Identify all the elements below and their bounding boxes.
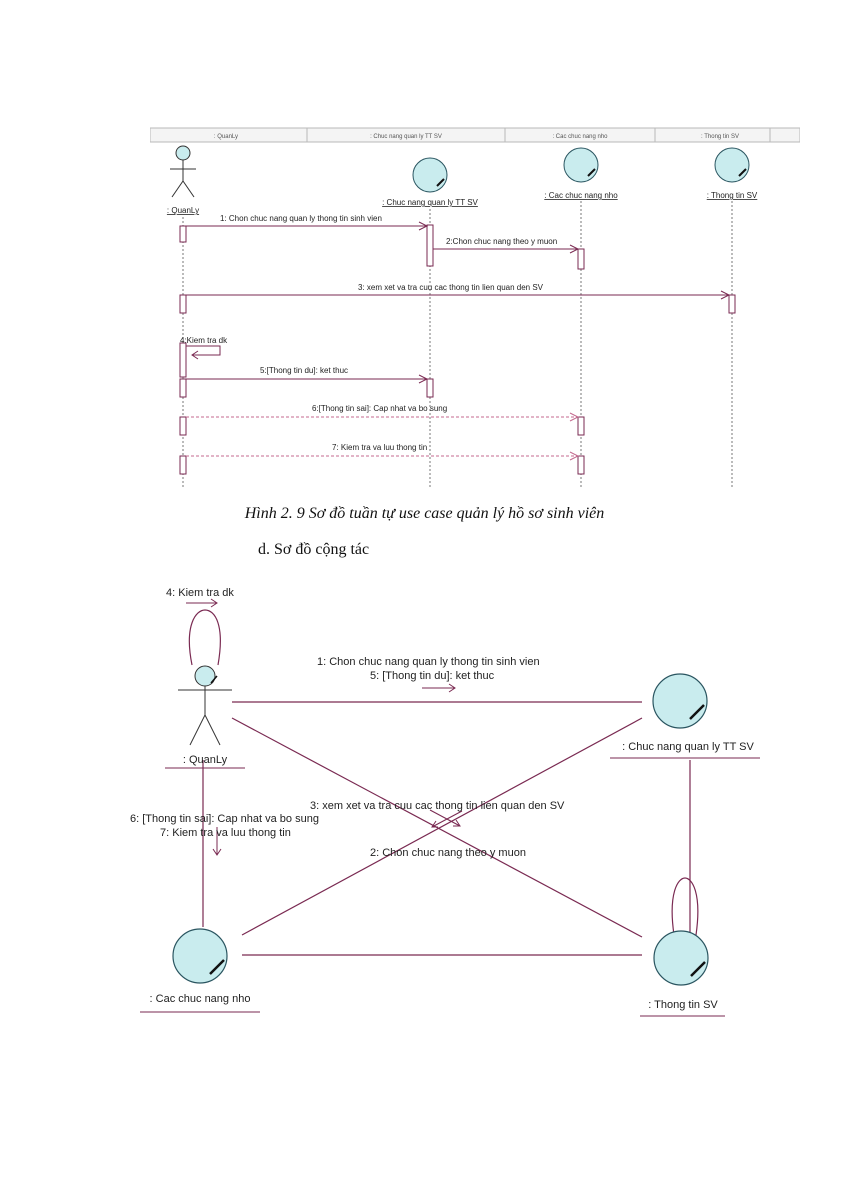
- entity-thong-tin-sv-icon: [653, 930, 709, 986]
- header-thong-tin-sv: : Thong tin SV: [701, 134, 739, 140]
- message-label-2: 2: Chon chuc nang theo y muon: [370, 847, 526, 859]
- message-label-1: 1: Chon chuc nang quan ly thong tin sinh…: [220, 214, 382, 223]
- object-thong-tin-sv-label: : Thong tin SV: [707, 191, 758, 200]
- object-chuc-nang-quan-ly-label: : Chuc nang quan ly TT SV: [622, 741, 754, 753]
- entity-chuc-nang-quan-ly-icon: [652, 673, 708, 729]
- message-arrow-2: [431, 810, 463, 828]
- message-label-2: 2:Chon chuc nang theo y muon: [446, 237, 557, 246]
- entity-cac-chuc-nang-nho-icon: [172, 928, 228, 984]
- activation-box: [577, 248, 585, 270]
- message-label-5: 5:[Thong tin du]: ket thuc: [260, 366, 348, 375]
- header-cac-chuc-nang-nho: : Cac chuc nang nho: [552, 134, 608, 140]
- activation-box: [179, 455, 187, 475]
- object-cac-chuc-nang-nho-label: : Cac chuc nang nho: [544, 191, 618, 200]
- object-chuc-nang-quan-ly-label: : Chuc nang quan ly TT SV: [382, 198, 478, 207]
- activation-box: [577, 455, 585, 475]
- message-label-4: 4:Kiem tra dk: [180, 336, 228, 345]
- activation-box: [728, 294, 736, 314]
- message-label-3: 3: xem xet va tra cuu cac thong tin lien…: [358, 283, 544, 292]
- message-label-7: 7: Kiem tra va luu thong tin: [332, 443, 427, 452]
- message-arrow-4-self: [186, 345, 221, 356]
- object-thong-tin-sv-label: : Thong tin SV: [648, 999, 718, 1011]
- object-quanly-label: : QuanLy: [183, 754, 228, 766]
- activation-box: [179, 378, 187, 398]
- message-label-7: 7: Kiem tra va luu thong tin: [160, 827, 291, 839]
- activation-box: [179, 416, 187, 436]
- message-label-3: 3: xem xet va tra cuu cac thong tin lien…: [310, 800, 565, 812]
- sequence-diagram: : QuanLy : Chuc nang quan ly TT SV : Cac…: [150, 127, 800, 487]
- section-heading: d. Sơ đồ cộng tác: [258, 541, 370, 558]
- object-cac-chuc-nang-nho-label: : Cac chuc nang nho: [150, 993, 251, 1005]
- activation-box: [426, 224, 434, 267]
- entity-cac-chuc-nang-nho-icon: [563, 147, 599, 183]
- link-chucnang-cacchucnang: [241, 717, 643, 936]
- activation-box: [426, 378, 434, 398]
- message-label-6: 6: [Thong tin sai]: Cap nhat va bo sung: [130, 813, 319, 825]
- activation-box: [577, 416, 585, 436]
- message-label-1: 1: Chon chuc nang quan ly thong tin sinh…: [317, 656, 540, 668]
- entity-thong-tin-sv-icon: [714, 147, 750, 183]
- message-label-6: 6:[Thong tin sai]: Cap nhat va bo sung: [312, 404, 447, 413]
- collaboration-diagram: : QuanLy : Chuc nang quan ly TT SV : Cac…: [130, 587, 760, 1017]
- self-loop-thongtin: [671, 877, 699, 936]
- entity-chuc-nang-quan-ly-icon: [412, 157, 448, 193]
- figure-caption: Hình 2. 9 Sơ đồ tuần tự use case quản lý…: [244, 505, 605, 522]
- header-quanly: : QuanLy: [214, 134, 238, 140]
- header-chuc-nang-quan-ly: : Chuc nang quan ly TT SV: [370, 134, 442, 140]
- activation-box: [179, 294, 187, 314]
- actor-quanly-icon: [170, 145, 196, 198]
- object-quanly-label: : QuanLy: [167, 206, 199, 215]
- self-loop-quanly: [188, 609, 221, 666]
- activation-box: [179, 342, 187, 378]
- activation-box: [179, 225, 187, 243]
- actor-quanly-icon: [178, 665, 232, 746]
- message-label-self: 4: Kiem tra dk: [166, 587, 234, 599]
- message-arrow-3: [429, 809, 461, 827]
- message-label-5: 5: [Thong tin du]: ket thuc: [370, 670, 495, 682]
